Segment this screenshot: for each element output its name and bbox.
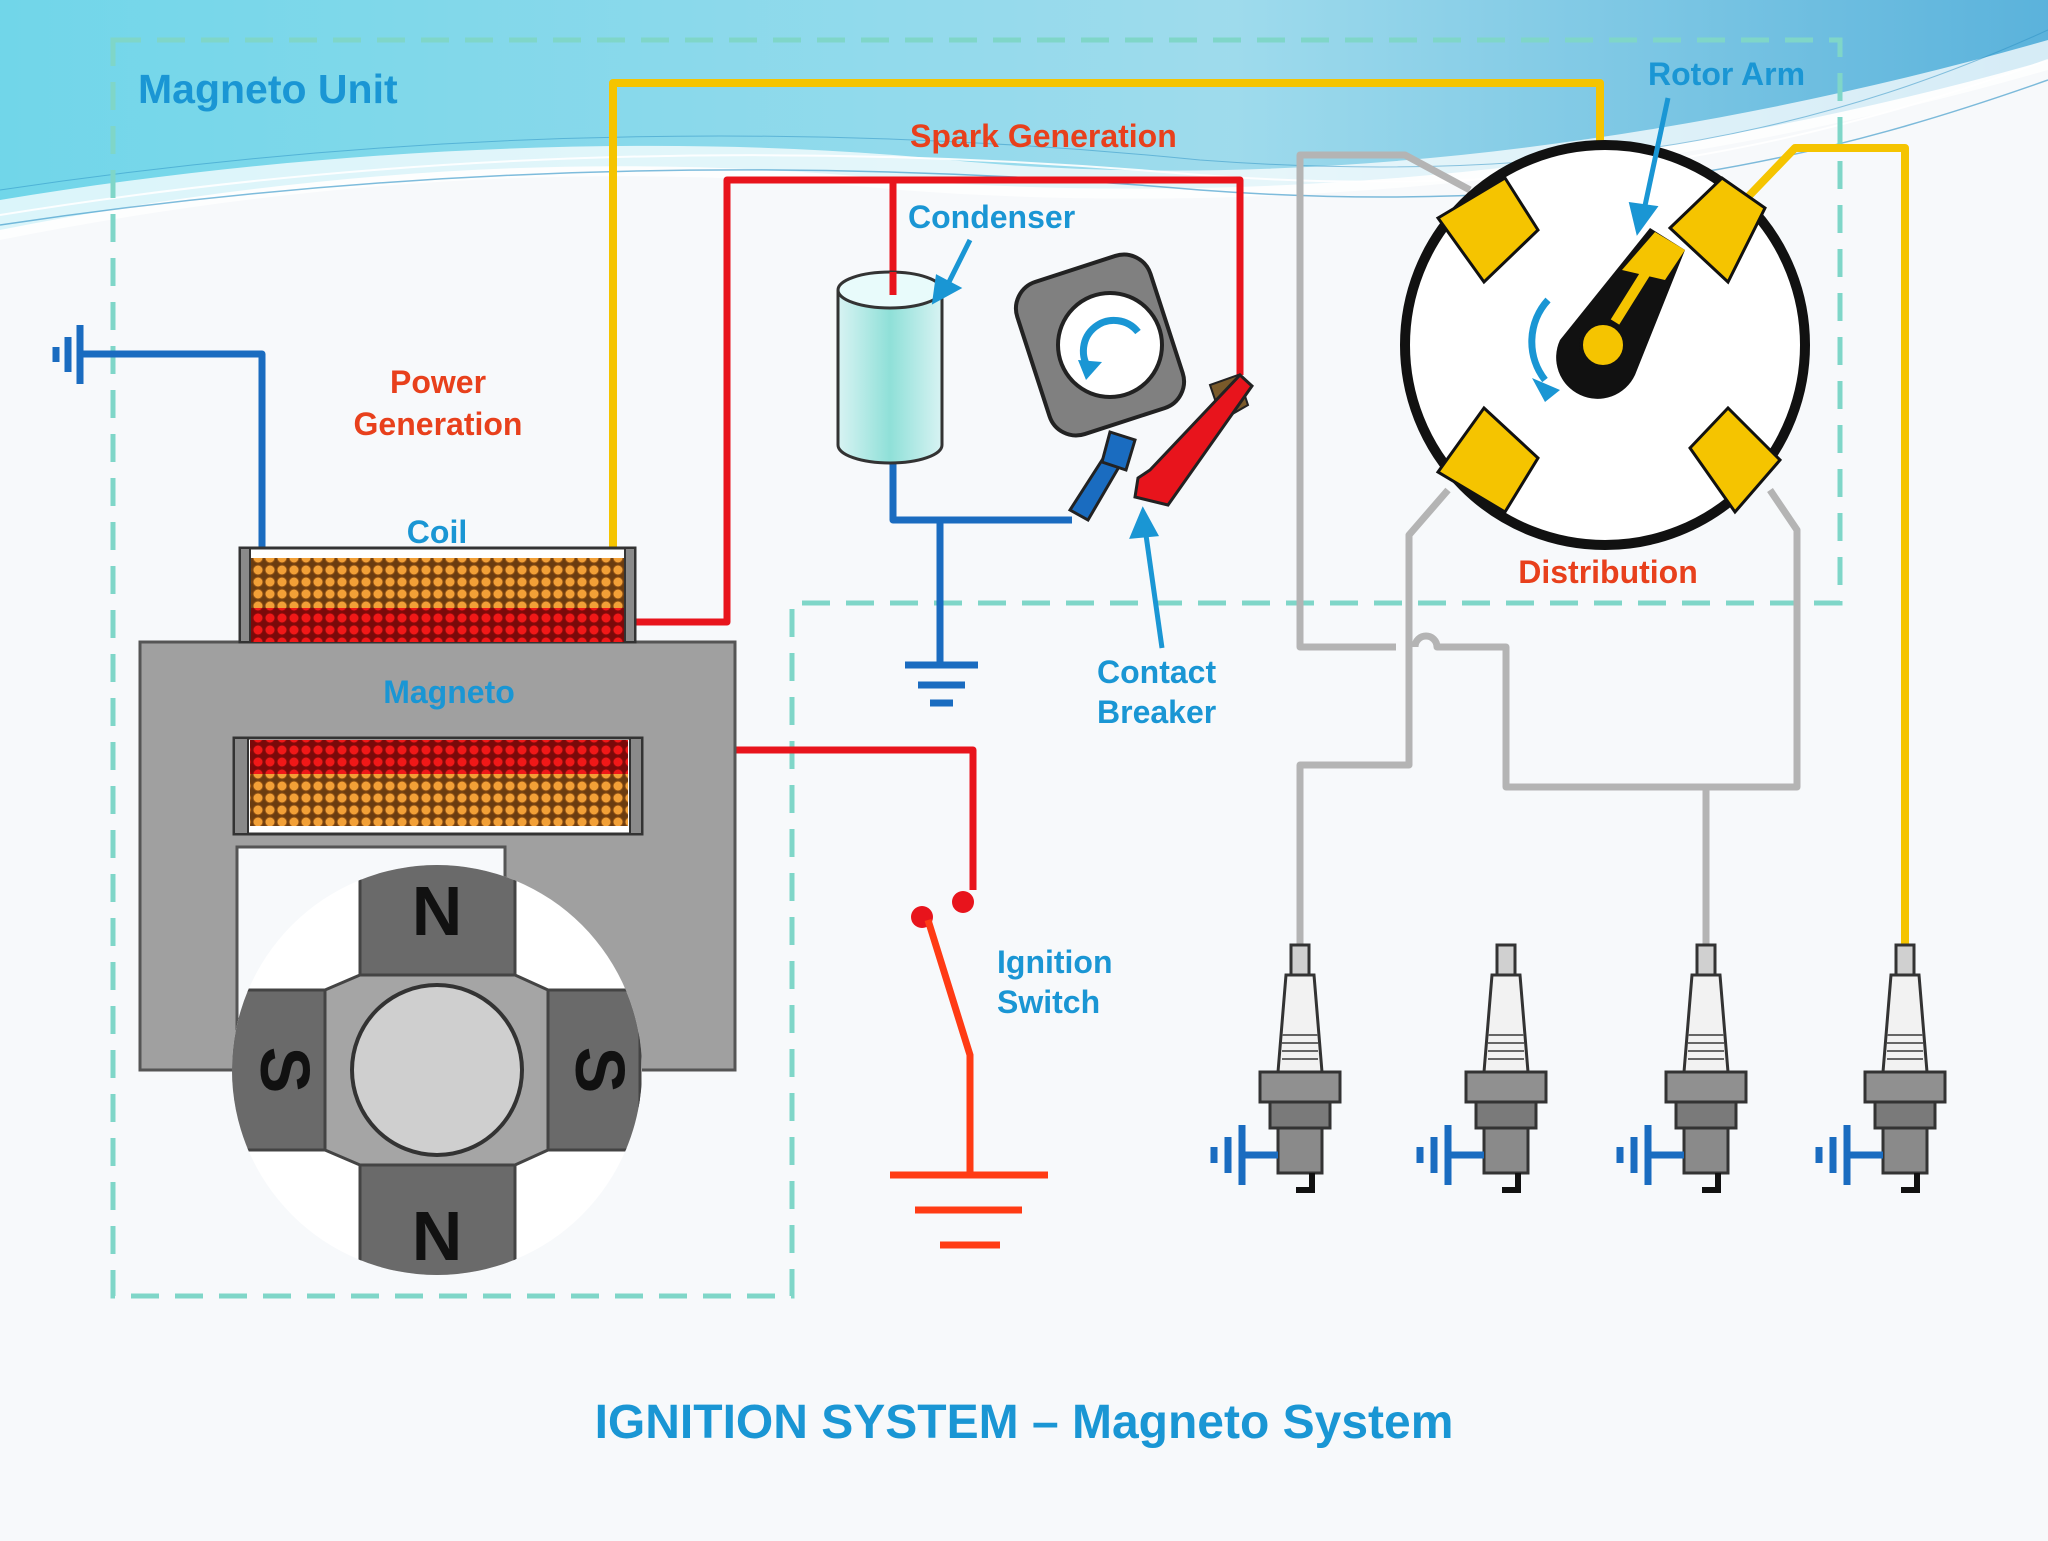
page-title: IGNITION SYSTEM – Magneto System: [595, 1396, 1454, 1449]
spark-generation-label: Spark Generation: [910, 118, 1177, 154]
ground-symbol-icon: [905, 661, 978, 707]
lower-coil: [232, 736, 644, 836]
contact-breaker: [1013, 252, 1254, 523]
primary-circuit: [625, 176, 1244, 890]
magneto-unit-boundary: [110, 37, 1843, 1299]
upper-coil: [238, 546, 637, 644]
spark-plugs: [1210, 943, 1947, 1193]
power-generation-label-line2: Generation: [354, 406, 523, 442]
magnet-rotor: N N S S: [232, 865, 642, 1275]
ignition-switch-label-line2: Switch: [997, 984, 1100, 1020]
ground-wires: [80, 350, 1072, 665]
leader-arrows: [931, 97, 1671, 649]
contact-breaker-label-line1: Contact: [1097, 654, 1216, 690]
magneto-unit-label: Magneto Unit: [138, 66, 398, 112]
distributor-rotation-arrow-icon: [1528, 297, 1560, 402]
condenser-label: Condenser: [908, 199, 1075, 235]
distribution-label: Distribution: [1518, 554, 1698, 590]
ignition-switch: [890, 891, 1048, 1249]
rotor-arm: [1556, 228, 1685, 399]
pole-top-label: N: [412, 872, 463, 950]
spark-plug-icon: [1616, 943, 1748, 1193]
magneto-label: Magneto: [383, 674, 515, 710]
plug-lead-wires: [1296, 151, 1801, 945]
coil-ground-symbol-icon: [52, 325, 84, 384]
spark-plug-icon: [1210, 943, 1342, 1193]
contact-breaker-label-line2: Breaker: [1097, 694, 1216, 730]
pole-right-label: S: [561, 1047, 639, 1094]
rotor-arm-label: Rotor Arm: [1648, 56, 1805, 92]
switch-ground-symbol-icon: [890, 1171, 1048, 1249]
pole-bottom-label: N: [412, 1197, 463, 1275]
rotation-arrow-icon: [1078, 316, 1141, 380]
condenser: [836, 270, 944, 465]
coil-label: Coil: [407, 514, 467, 550]
pole-left-label: S: [246, 1047, 324, 1094]
distributor: [1400, 140, 1810, 550]
power-generation-label-line1: Power: [390, 364, 486, 400]
ignition-switch-label-line1: Ignition: [997, 944, 1113, 980]
spark-plug-icon: [1416, 943, 1548, 1193]
spark-plug-icon: [1815, 943, 1947, 1193]
